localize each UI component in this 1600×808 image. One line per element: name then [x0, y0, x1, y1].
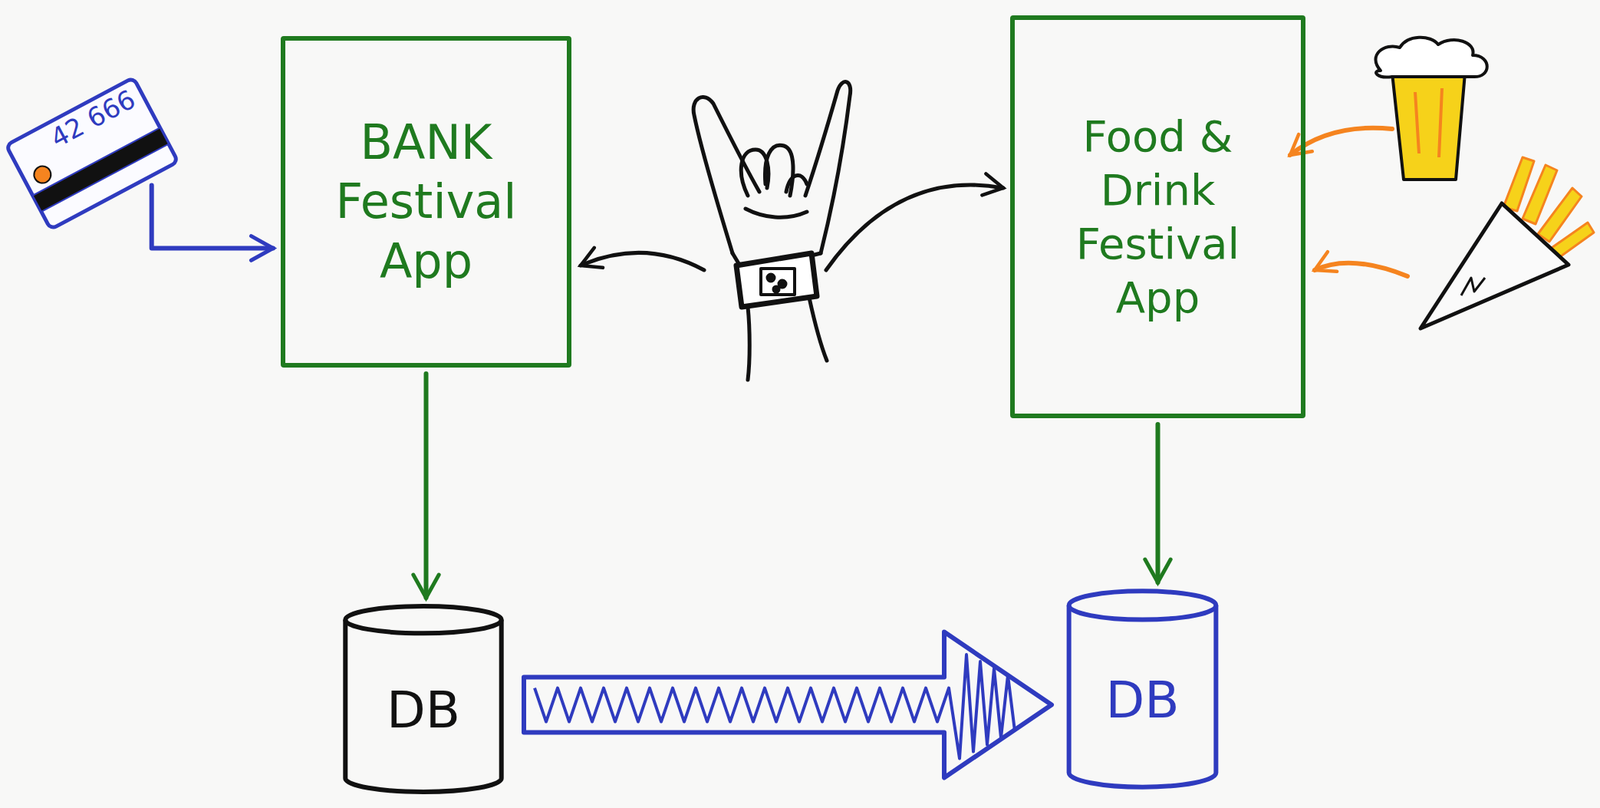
database-cylinder: DB — [1060, 586, 1225, 791]
hand-outline — [805, 82, 851, 254]
app-box: BANK Festival App — [280, 36, 572, 368]
database-cylinder: DB — [336, 602, 511, 796]
card-chip — [31, 163, 55, 187]
wrist-outline — [809, 297, 827, 361]
cylinder-side — [1069, 605, 1217, 787]
cylinder-top — [345, 605, 501, 633]
zigzag-fill — [534, 654, 1015, 759]
app-label: Food & Drink Festival App — [1043, 109, 1272, 325]
cone — [1420, 203, 1569, 329]
beer-foam — [1375, 37, 1487, 78]
card-body — [6, 77, 178, 230]
arrow-fill-layer — [534, 654, 1015, 759]
cylinder-side — [345, 619, 501, 792]
flow-arrow — [424, 373, 429, 598]
wristband-chip — [773, 286, 779, 292]
flow-arrow — [151, 184, 274, 248]
hand-arrow — [580, 252, 705, 270]
hand-outline — [786, 175, 807, 192]
app-box: Food & Drink Festival App — [1010, 15, 1306, 419]
beer-body — [1392, 72, 1466, 180]
app-label: BANK Festival App — [314, 112, 538, 292]
fries-cone — [1420, 157, 1594, 329]
database-label: DB — [1105, 668, 1179, 733]
wristband-chip — [779, 280, 786, 287]
wristband — [736, 253, 817, 307]
rock-hand — [693, 82, 851, 380]
wrist-outline — [747, 306, 750, 380]
beer-highlight — [1415, 88, 1442, 158]
beer-glass — [1375, 37, 1487, 180]
cylinder-top — [1069, 590, 1217, 619]
data-sync-arrow — [523, 632, 1052, 778]
card-outline — [11, 65, 173, 242]
cone-mark — [1461, 277, 1485, 296]
food-arrow — [1314, 263, 1408, 277]
hand-outline — [693, 96, 760, 254]
flow-arrow — [1155, 424, 1161, 583]
wristband-chip — [767, 274, 774, 281]
hand-arrow — [826, 184, 1004, 270]
wristband-chip — [760, 268, 795, 295]
database-label: DB — [386, 678, 461, 743]
hand-outline — [745, 208, 807, 218]
credit-card: 42 666 — [11, 65, 173, 242]
